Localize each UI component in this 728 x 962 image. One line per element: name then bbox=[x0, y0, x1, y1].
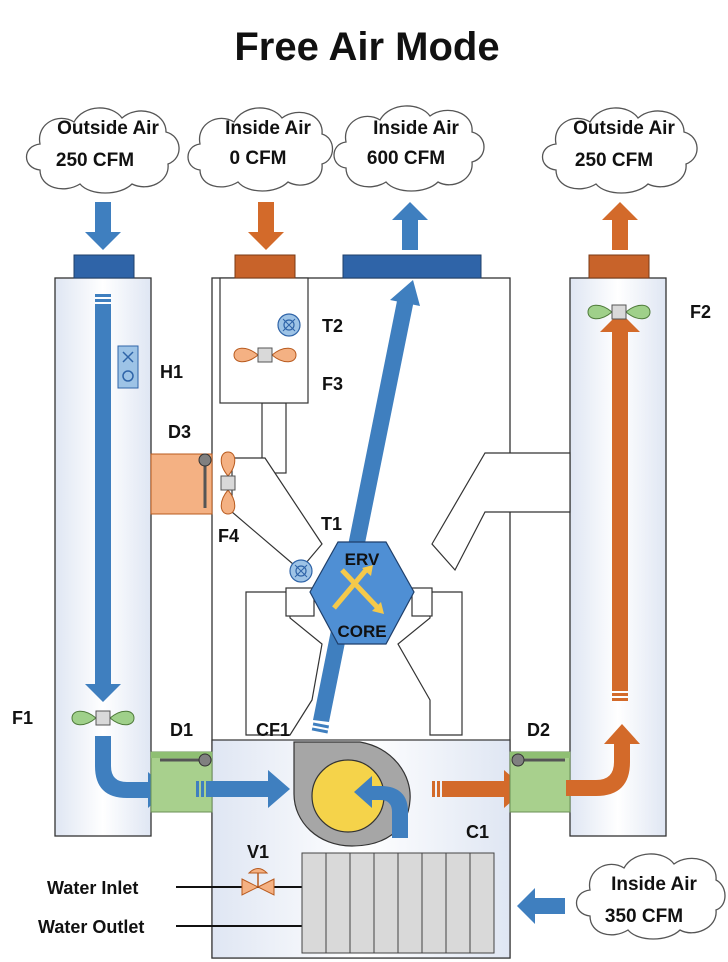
cloud-label: Inside Air bbox=[373, 118, 459, 139]
t1-label: T1 bbox=[321, 514, 342, 534]
cloud-value: 600 CFM bbox=[367, 148, 445, 169]
left-elbow-arrow bbox=[95, 736, 168, 808]
f2-fan bbox=[587, 304, 651, 320]
erv-core-bottom-text: CORE bbox=[337, 622, 386, 641]
v1-label: V1 bbox=[247, 842, 269, 862]
d1-to-blower-arrow bbox=[196, 770, 290, 808]
core-right-port bbox=[411, 587, 433, 617]
cloud-label: Inside Air bbox=[611, 874, 697, 895]
water-outlet-label: Water Outlet bbox=[38, 917, 144, 937]
f3-fan bbox=[233, 347, 297, 363]
inside-air-return-arrow bbox=[517, 888, 565, 924]
diagram-title: Free Air Mode bbox=[234, 25, 499, 69]
cloud-inside-air-supply: Inside Air 0 CFM bbox=[187, 107, 334, 192]
c1-coil bbox=[301, 852, 495, 954]
outside-air-intake-arrow bbox=[85, 202, 121, 250]
inside-air-exhaust-cap bbox=[342, 254, 482, 279]
erv-core: ERV CORE bbox=[309, 541, 415, 645]
f4-fan bbox=[220, 451, 236, 515]
inside-air-supply-arrow bbox=[248, 202, 284, 250]
cf1-blower bbox=[293, 741, 411, 847]
f1-fan bbox=[71, 710, 135, 726]
right-elbow-arrow bbox=[566, 724, 640, 796]
cloud-value: 350 CFM bbox=[605, 906, 683, 927]
water-inlet-label: Water Inlet bbox=[47, 878, 138, 898]
top-fan-compartment bbox=[219, 277, 309, 404]
d3-damper bbox=[150, 453, 213, 515]
cloud-label: Outside Air bbox=[573, 118, 675, 139]
outside-air-exhaust-cap bbox=[588, 254, 650, 279]
cloud-label: Outside Air bbox=[57, 118, 159, 139]
outside-air-exhaust-arrow bbox=[602, 202, 638, 250]
t2-sensor bbox=[277, 313, 301, 337]
t1-sensor bbox=[289, 559, 313, 583]
left-column-flow bbox=[85, 294, 121, 702]
d2-damper bbox=[509, 751, 571, 813]
h1-label: H1 bbox=[160, 362, 183, 382]
right-column-flow bbox=[600, 312, 640, 701]
cloud-value: 0 CFM bbox=[230, 148, 287, 169]
inside-air-supply-cap bbox=[234, 254, 296, 279]
inside-air-exhaust-arrow bbox=[392, 202, 428, 250]
outside-air-intake-cap bbox=[73, 254, 135, 279]
cloud-outside-air-left: Outside Air 250 CFM bbox=[25, 107, 180, 194]
cloud-inside-air-return: Inside Air 350 CFM bbox=[575, 853, 726, 940]
erv-core-top-text: ERV bbox=[345, 550, 380, 569]
cf1-label: CF1 bbox=[256, 720, 290, 740]
d1-label: D1 bbox=[170, 720, 193, 740]
duct-caps bbox=[73, 254, 650, 279]
cloud-arrows bbox=[85, 202, 638, 924]
cloud-outside-air-right: Outside Air 250 CFM bbox=[541, 107, 698, 194]
d3-label: D3 bbox=[168, 422, 191, 442]
cloud-value: 250 CFM bbox=[56, 150, 134, 171]
c1-label: C1 bbox=[466, 822, 489, 842]
v1-valve bbox=[241, 868, 275, 896]
cloud-value: 250 CFM bbox=[575, 150, 653, 171]
cloud-label: Inside Air bbox=[225, 118, 311, 139]
h1-heater bbox=[117, 345, 139, 389]
upper-right-duct bbox=[431, 452, 571, 572]
d1-damper bbox=[150, 751, 213, 813]
t2-label: T2 bbox=[322, 316, 343, 336]
erv-duct-work bbox=[231, 402, 571, 736]
f4-label: F4 bbox=[218, 526, 239, 546]
f1-label: F1 bbox=[12, 708, 33, 728]
cloud-inside-air-exhaust: Inside Air 600 CFM bbox=[333, 105, 485, 192]
f3-label: F3 bbox=[322, 374, 343, 394]
water-lines bbox=[176, 886, 302, 927]
core-left-port bbox=[285, 587, 315, 617]
f2-label: F2 bbox=[690, 302, 711, 322]
d2-label: D2 bbox=[527, 720, 550, 740]
lower-right-duct bbox=[397, 591, 463, 736]
